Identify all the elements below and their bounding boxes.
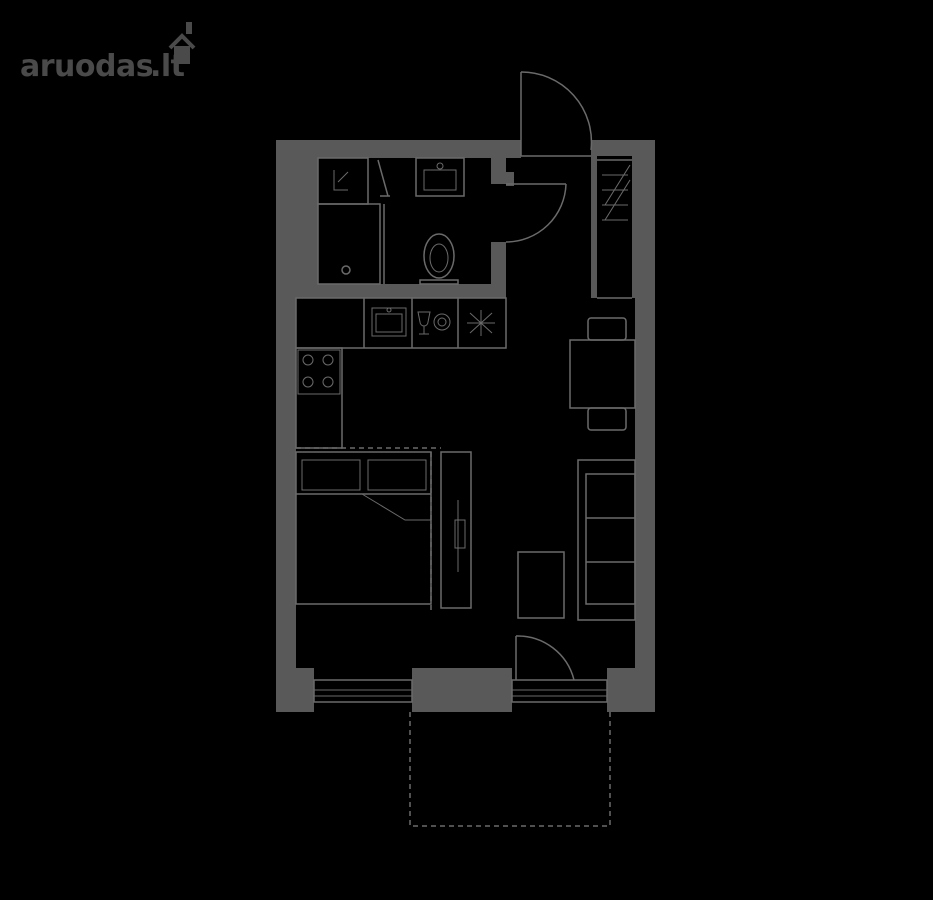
closet-wall-right (632, 156, 637, 298)
wall-bottom-middle (412, 668, 512, 712)
wall-right (635, 140, 655, 712)
balcony-door-swing-icon[interactable] (515, 635, 575, 681)
toilet-icon (419, 233, 459, 285)
interior-walls (296, 156, 637, 298)
kitchen-counter (295, 297, 507, 349)
sofa-icon (577, 459, 636, 621)
wall-bottom-left (276, 668, 314, 712)
chair-icon (587, 317, 627, 431)
closet-wall (591, 156, 597, 298)
balcony-icon (409, 712, 611, 827)
outer-walls (276, 140, 655, 712)
wall-top-left (276, 140, 521, 158)
bathroom-wall-right-top (491, 156, 506, 184)
entrance-door-swing-icon[interactable] (520, 71, 593, 157)
table-icon (569, 339, 636, 409)
fridge-icon (467, 310, 495, 336)
wardrobe-divider (296, 447, 472, 610)
bed-icon (295, 451, 432, 605)
house-icon (168, 22, 196, 64)
wall-top-right (591, 140, 655, 156)
washbasin-icon (415, 157, 465, 197)
door-jamb (506, 172, 514, 186)
sink-icon (371, 307, 407, 337)
shower-icon (317, 203, 381, 285)
wardrobe-icon (597, 159, 632, 299)
bathroom-wall-left (296, 156, 318, 298)
bathroom-wall-right-bottom (491, 242, 506, 298)
bathroom-door-swing-icon[interactable] (505, 183, 567, 243)
stove-icon (295, 347, 343, 449)
logo-text: aruodas (20, 49, 153, 84)
wall-left (276, 140, 296, 712)
wall-bottom-right (607, 668, 655, 712)
logo[interactable]: aruodas .lt (20, 22, 196, 84)
bathroom-wall-bottom (296, 284, 506, 298)
washing-machine-icon (317, 157, 369, 205)
dishwasher-icon (417, 311, 451, 335)
window-icon (313, 679, 608, 703)
coffee-table-icon (517, 551, 565, 619)
door-panel (377, 159, 389, 197)
